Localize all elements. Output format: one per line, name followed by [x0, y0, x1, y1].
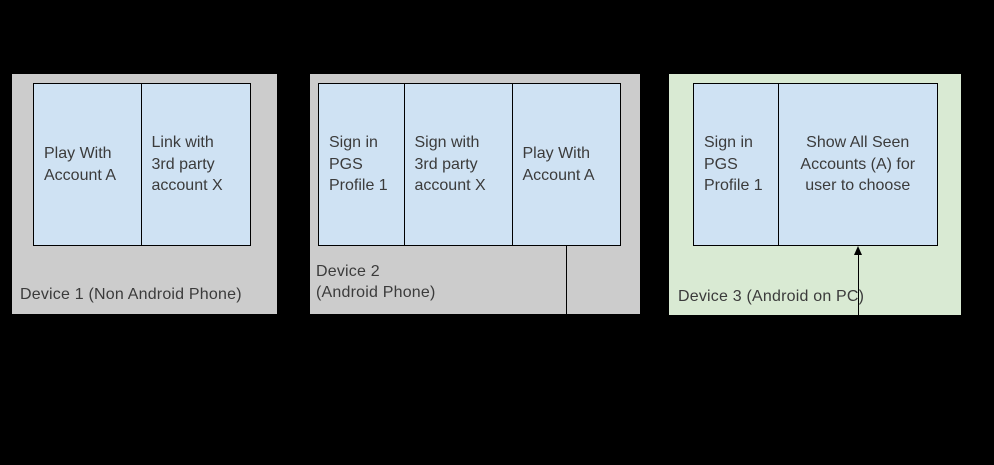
device-1-label: Device 1 (Non Android Phone) — [20, 285, 242, 303]
device-3-panel: Sign in PGS Profile 1 Show All Seen Acco… — [669, 74, 961, 315]
box-play-with-account-a: Play With Account A — [33, 83, 142, 246]
connector-line-device-2 — [565, 246, 567, 314]
box-sign-with-3rd-party-account-x: Sign with 3rd party account X — [403, 83, 513, 246]
box-text: Sign in PGS Profile 1 — [329, 134, 388, 195]
box-sign-in-pgs-profile-1: Sign in PGS Profile 1 — [318, 83, 405, 246]
device-2-panel: Sign in PGS Profile 1 Sign with 3rd part… — [310, 74, 640, 314]
connector-arrow-line-device-3 — [857, 254, 859, 315]
box-text: Sign in PGS Profile 1 — [704, 134, 763, 195]
box-text: Show All Seen Accounts (A) for user to c… — [800, 134, 916, 195]
box-show-all-seen-accounts: Show All Seen Accounts (A) for user to c… — [777, 83, 938, 246]
box-text: Sign with 3rd party account X — [414, 134, 486, 195]
box-play-with-account-a: Play With Account A — [511, 83, 621, 246]
box-text: Play With Account A — [522, 145, 595, 184]
device-3-label: Device 3 (Android on PC) — [678, 287, 865, 305]
box-sign-in-pgs-profile-1: Sign in PGS Profile 1 — [693, 83, 779, 246]
box-text: Play With Account A — [44, 145, 117, 184]
device-1-panel: Play With Account A Link with 3rd party … — [12, 74, 277, 314]
arrow-up-head-icon — [853, 246, 862, 255]
box-text: Link with 3rd party account X — [151, 134, 223, 195]
box-link-with-3rd-party-account-x: Link with 3rd party account X — [140, 83, 251, 246]
device-2-label: Device 2 (Android Phone) — [316, 263, 436, 301]
